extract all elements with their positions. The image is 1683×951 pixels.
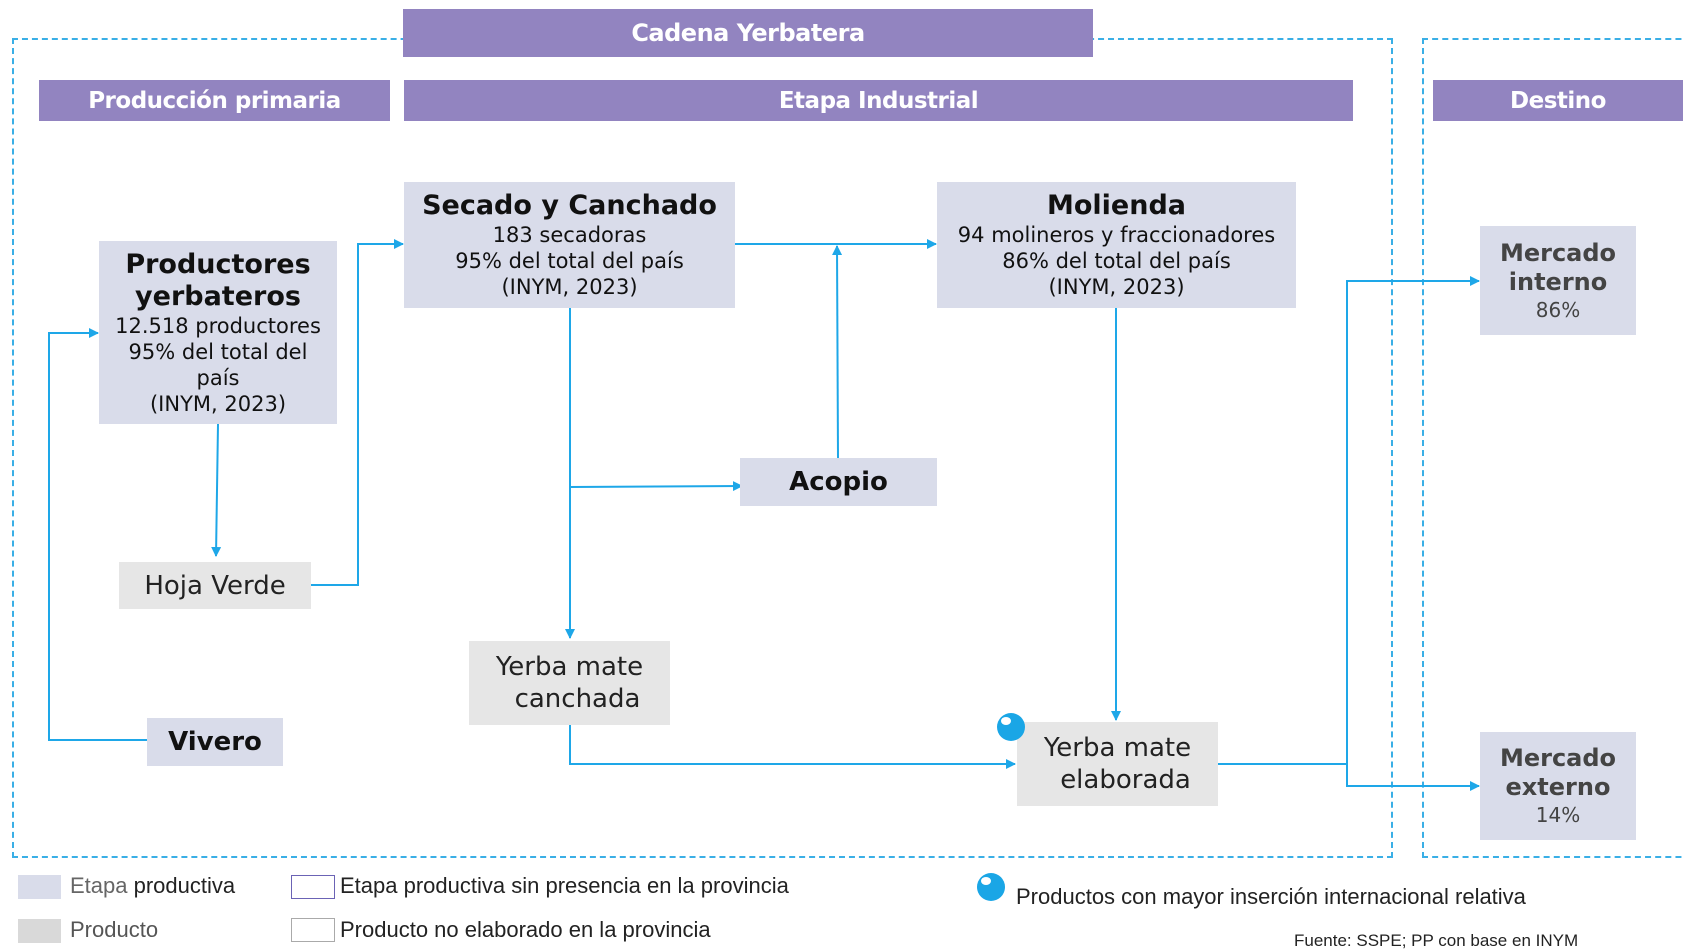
secado-title: Secado y Canchado [422,190,717,221]
node-yerba-mate-elaborada: Yerba mate elaborada [1017,722,1218,806]
legend-label-no-elaborado: Producto no elaborado en la provincia [340,917,711,942]
node-mercado-externo: Mercado externo 14% [1480,732,1636,840]
secado-source: (INYM, 2023) [501,275,638,299]
legend-insercion-icon [977,873,1005,901]
section-primary-banner: Producción primaria [39,80,390,121]
legend-etapa-word: Etapa [70,873,128,898]
node-acopio: Acopio [740,458,937,506]
molienda-count: 94 molineros y fraccionadores [957,223,1276,247]
canchada-line1: Yerba mate [495,652,644,682]
node-yerba-mate-canchada: Yerba mate canchada [469,641,670,725]
productores-title-2: yerbateros [135,280,301,312]
arrow-canchada-to-elaborada [569,725,1016,769]
section-primary-label: Producción primaria [88,87,341,114]
node-productores-yerbateros: Productores yerbateros 12.518 productore… [99,241,337,424]
node-vivero: Vivero [147,718,283,766]
insercion-marker-icon [997,713,1025,741]
chain-title-banner: Cadena Yerbatera [403,9,1093,57]
productores-source: (INYM, 2023) [149,391,287,416]
section-industrial-banner: Etapa Industrial [404,80,1353,121]
mercado-interno-value: 86% [1535,297,1581,322]
molienda-source: (INYM, 2023) [1048,275,1185,299]
legend-productiva-word: productiva [127,873,236,898]
elaborada-line1: Yerba mate [1043,733,1192,763]
legend-label-etapa: Etapa productiva [70,873,235,899]
vivero-label: Vivero [168,727,262,757]
arrow-to-mercado-externo [1346,764,1480,791]
section-destination-label: Destino [1510,87,1606,114]
arrow-vivero-to-productores [48,328,147,741]
mercado-externo-line1: Mercado [1499,744,1617,772]
node-molienda: Molienda 94 molineros y fraccionadores 8… [937,182,1296,308]
productores-count: 12.518 productores [115,313,321,338]
source-note: Fuente: SSPE; PP con base en INYM [1294,931,1579,950]
productores-title-1: Productores [125,248,311,280]
arrow-acopio-to-line [832,245,843,459]
arrow-hoja-to-secado [311,239,404,586]
legend-label-producto: Producto [70,917,159,942]
section-destination-banner: Destino [1433,80,1683,121]
legend-swatch-producto [18,919,61,943]
legend-swatch-sin-presencia [291,875,335,899]
canchada-line2: canchada [514,684,641,714]
node-hoja-verde: Hoja Verde [119,562,311,609]
node-mercado-interno: Mercado interno 86% [1480,226,1636,335]
chain-title: Cadena Yerbatera [631,19,865,47]
mercado-interno-line1: Mercado [1499,238,1617,267]
destination-frame [1422,38,1683,858]
legend-label-insercion: Productos con mayor inserción internacio… [1016,884,1526,909]
molienda-share: 86% del total del país [1002,249,1231,273]
productores-share: 95% del total del [128,339,308,364]
acopio-label: Acopio [789,467,888,497]
molienda-title: Molienda [1046,190,1186,221]
secado-count: 183 secadoras [492,223,647,247]
legend-swatch-etapa [18,875,61,899]
node-secado-canchado: Secado y Canchado 183 secadoras 95% del … [404,182,735,308]
mercado-externo-line2: externo [1505,773,1611,801]
arrow-to-mercado-interno [1346,276,1480,764]
mercado-externo-value: 14% [1535,803,1581,827]
hoja-verde-label: Hoja Verde [144,570,286,601]
section-industrial-label: Etapa Industrial [778,87,979,114]
arrow-productores-to-hoja [211,423,222,557]
secado-share: 95% del total del país [455,249,684,273]
arrow-secado-to-acopio [569,481,743,492]
legend-label-sin-presencia: Etapa productiva sin presencia en la pro… [340,873,789,898]
legend-swatch-no-elaborado [291,918,335,942]
productores-share-2: país [196,365,240,390]
mercado-interno-line2: interno [1508,267,1608,296]
elaborada-line2: elaborada [1060,765,1191,795]
